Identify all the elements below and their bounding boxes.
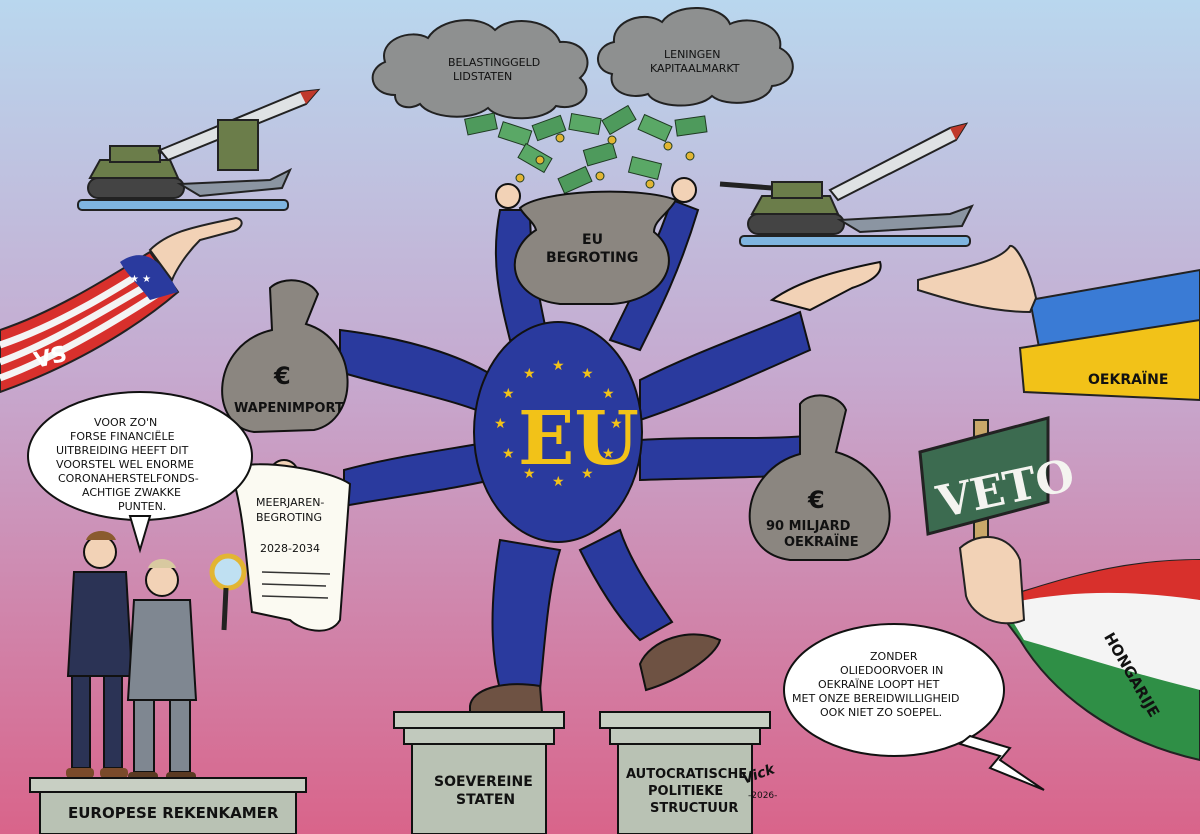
pedestal-right-line2: politieke <box>648 784 723 799</box>
speech-left-line1: Voor zo'n <box>94 416 157 429</box>
pedestal-middle: Soevereine staten <box>393 711 565 834</box>
svg-text:★: ★ <box>581 466 594 482</box>
pedestal-left: Europese Rekenkamer <box>29 777 307 834</box>
speech-left-line5: coronaherstelfonds- <box>58 472 199 485</box>
svg-text:★: ★ <box>602 386 615 402</box>
svg-text:★: ★ <box>602 446 615 462</box>
svg-text:★: ★ <box>502 386 515 402</box>
svg-text:★: ★ <box>552 474 565 490</box>
svg-text:★: ★ <box>523 366 536 382</box>
svg-text:★: ★ <box>494 416 507 432</box>
budget-bag-line1: EU <box>582 232 603 248</box>
svg-text:★: ★ <box>523 466 536 482</box>
scroll-line1: Meerjaren- <box>256 496 324 509</box>
speech-left-line7: punten. <box>118 500 166 513</box>
money-bag-wapenimport: € Wapenimport <box>221 279 349 434</box>
pedestal-right-line1: Autocratische <box>626 767 747 782</box>
weapons-tray-right <box>719 122 975 247</box>
scroll-line3: 2028-2034 <box>260 542 320 555</box>
weapons-tray-left <box>77 88 321 211</box>
bag-left-label: Wapenimport <box>234 401 344 416</box>
speech-bubble-right: Zonder oliedoorvoer in Oekraïne loopt he… <box>783 623 1045 791</box>
cloud-left: Belastinggeld Lidstaten <box>371 19 589 120</box>
hungary-arm: Hongarije <box>958 535 1200 762</box>
svg-text:★: ★ <box>581 366 594 382</box>
euro-symbol-left: € <box>273 362 291 390</box>
speech-left-line3: uitbreiding heeft dit <box>56 444 189 457</box>
speech-left-line2: forse financiële <box>70 430 175 443</box>
speech-right-line4: met onze bereidwilligheid <box>792 692 959 705</box>
svg-text:★: ★ <box>502 446 515 462</box>
speech-left-line4: voorstel wel enorme <box>56 458 194 471</box>
pedestal-left-label: Europese Rekenkamer <box>68 804 279 822</box>
cloud-left-text-line2: Lidstaten <box>453 70 512 83</box>
svg-text:★: ★ <box>610 416 623 432</box>
speech-right-line2: oliedoorvoer in <box>840 664 943 677</box>
budget-scroll: Meerjaren- begroting 2028-2034 <box>228 463 352 632</box>
ukraine-sleeve-label: Oekraïne <box>1088 371 1168 388</box>
speech-right-line5: ook niet zo soepel. <box>820 706 942 719</box>
cloud-left-text-line1: Belastinggeld <box>448 56 540 69</box>
eu-budget-bag: EU begroting <box>495 177 697 305</box>
money-bag-oekraine: € 90 miljard Oekraïne <box>748 394 891 561</box>
cloud-right-text-line2: Kapitaalmarkt <box>650 62 740 75</box>
speech-bubble-left: Voor zo'n forse financiële uitbreiding h… <box>27 391 253 554</box>
pedestal-right-line3: structuur <box>650 801 738 816</box>
scroll-line2: begroting <box>256 511 322 524</box>
falling-money <box>464 104 708 195</box>
magnifying-glass-icon <box>209 553 247 591</box>
speech-right-line3: Oekraïne loopt het <box>818 678 940 691</box>
ukraine-arm: Oekraïne <box>917 245 1200 402</box>
bag-right-line1: 90 miljard <box>766 519 851 534</box>
cloud-right-text-line1: Leningen <box>664 48 720 61</box>
euro-symbol-right: € <box>807 486 825 514</box>
speech-right-line1: Zonder <box>870 650 918 663</box>
signature-year: -2026- <box>748 791 777 801</box>
cloud-right: Leningen Kapitaalmarkt <box>597 7 794 107</box>
eu-stars-icon: ★ ★ ★ ★ ★ ★ ★ ★ ★ ★ ★ ★ <box>494 358 623 490</box>
svg-text:★: ★ <box>552 358 565 374</box>
bag-right-line2: Oekraïne <box>784 534 859 550</box>
pedestal-middle-line1: Soevereine <box>434 774 533 790</box>
pedestal-middle-line2: staten <box>456 792 515 808</box>
torso-eu-text: EU <box>518 396 639 482</box>
us-arm: ★ ★ VS <box>0 216 243 394</box>
budget-bag-line2: begroting <box>546 250 638 266</box>
auditors <box>66 531 247 782</box>
speech-left-line6: achtige zwakke <box>82 486 181 499</box>
pedestal-right: Autocratische politieke structuur <box>599 711 771 834</box>
stars-icon: ★ ★ <box>130 274 151 285</box>
